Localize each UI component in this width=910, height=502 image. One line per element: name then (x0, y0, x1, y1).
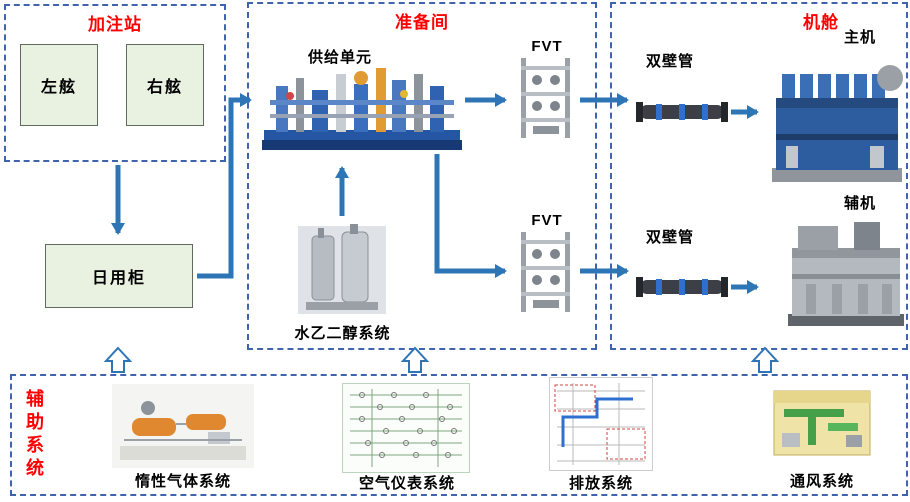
aux-engine-image (788, 222, 904, 326)
air-instrument-system-label: 空气仪表系统 (358, 475, 455, 492)
up-arrow-icon-daytank (103, 346, 133, 373)
discharge-system-image (549, 377, 653, 471)
main-engine-label: 主机 (843, 29, 876, 46)
starboard-side-box: 右舷 (126, 44, 204, 126)
inert-gas-system-image (112, 384, 254, 468)
starboard-side-label: 右舷 (146, 79, 183, 96)
water-glycol-image (298, 224, 386, 314)
supply-unit-label: 供给单元 (307, 49, 372, 66)
supply-unit-image (262, 68, 462, 150)
engine-room-title: 机舱 (803, 13, 839, 32)
port-side-label: 左舷 (40, 79, 77, 96)
day-tank-box: 日用柜 (45, 244, 193, 308)
auxiliary-systems-box (10, 374, 908, 496)
preparation-room-title: 准备间 (395, 13, 449, 32)
double-wall-pipe-bottom-label: 双壁管 (645, 229, 694, 246)
fvt-rack-top-image (521, 58, 570, 138)
up-arrow-icon-preparation-room (400, 346, 430, 373)
double-wall-pipe-bottom-image (636, 277, 728, 297)
air-instrument-system-image (342, 383, 470, 473)
up-arrow-icon-engine-room (750, 346, 780, 373)
inert-gas-system-label: 惰性气体系统 (134, 473, 231, 490)
auxiliary-systems-title: 辅助系统 (26, 389, 44, 478)
aux-engine-label: 辅机 (843, 195, 876, 212)
discharge-system-label: 排放系统 (568, 475, 633, 492)
fvt-top-label: FVT (531, 38, 563, 55)
water-glycol-label: 水乙二醇系统 (294, 325, 391, 342)
port-side-box: 左舷 (20, 44, 98, 126)
double-wall-pipe-top-image (636, 102, 728, 122)
main-engine-image (772, 65, 903, 182)
fvt-bottom-label: FVT (531, 212, 563, 229)
ventilation-system-label: 通风系统 (789, 473, 854, 490)
bunkering-station-title: 加注站 (88, 15, 142, 34)
ventilation-system-image (773, 390, 871, 456)
fvt-rack-bottom-image (521, 232, 570, 312)
day-tank-label: 日用柜 (91, 270, 146, 287)
bunkering-station-box: 加注站 左舷 右舷 (4, 4, 226, 162)
double-wall-pipe-top-label: 双壁管 (645, 53, 694, 70)
